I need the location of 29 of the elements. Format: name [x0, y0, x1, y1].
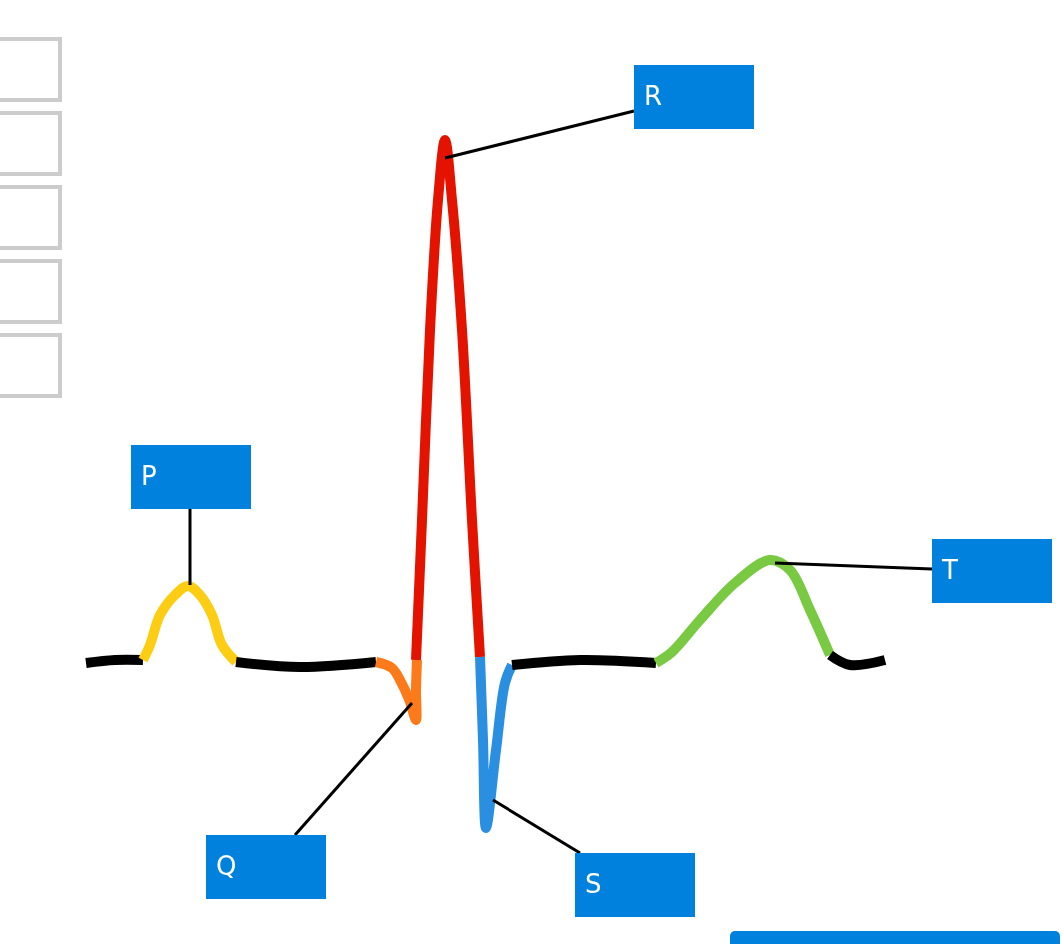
drop-zone-box: [0, 111, 62, 176]
wave-label: T: [942, 555, 958, 585]
wave-label: R: [644, 81, 663, 111]
drop-zone-box: [0, 259, 62, 324]
label-box: [206, 835, 326, 899]
drop-zone-box: [0, 333, 62, 398]
label-box: [575, 853, 695, 917]
drop-zone-box: [0, 185, 62, 250]
ecg-wave-segment: [235, 657, 377, 672]
leader-line: [444, 109, 635, 160]
leader-line: [492, 798, 581, 855]
ecg-wave-segment: [827, 650, 887, 671]
wave-label: S: [585, 869, 602, 899]
wave-label: P: [141, 461, 157, 491]
leader-line: [293, 702, 414, 836]
drop-zone-box: [0, 37, 62, 102]
ecg-wave-segment: [374, 657, 422, 725]
ecg-wave-segment: [411, 135, 485, 661]
wave-label: Q: [216, 851, 237, 881]
leader-line: [188, 509, 192, 585]
label-box: [932, 539, 1052, 603]
ecg-wave-segment: [653, 555, 835, 668]
ecg-wave-segment: [138, 581, 240, 666]
ecg-wave-segment: [85, 654, 144, 668]
ecg-wave-segment: [511, 655, 657, 670]
leader-line: [774, 561, 933, 571]
label-box: [634, 65, 754, 129]
label-box: [131, 445, 251, 509]
ecg-wave-segment: [475, 656, 517, 833]
